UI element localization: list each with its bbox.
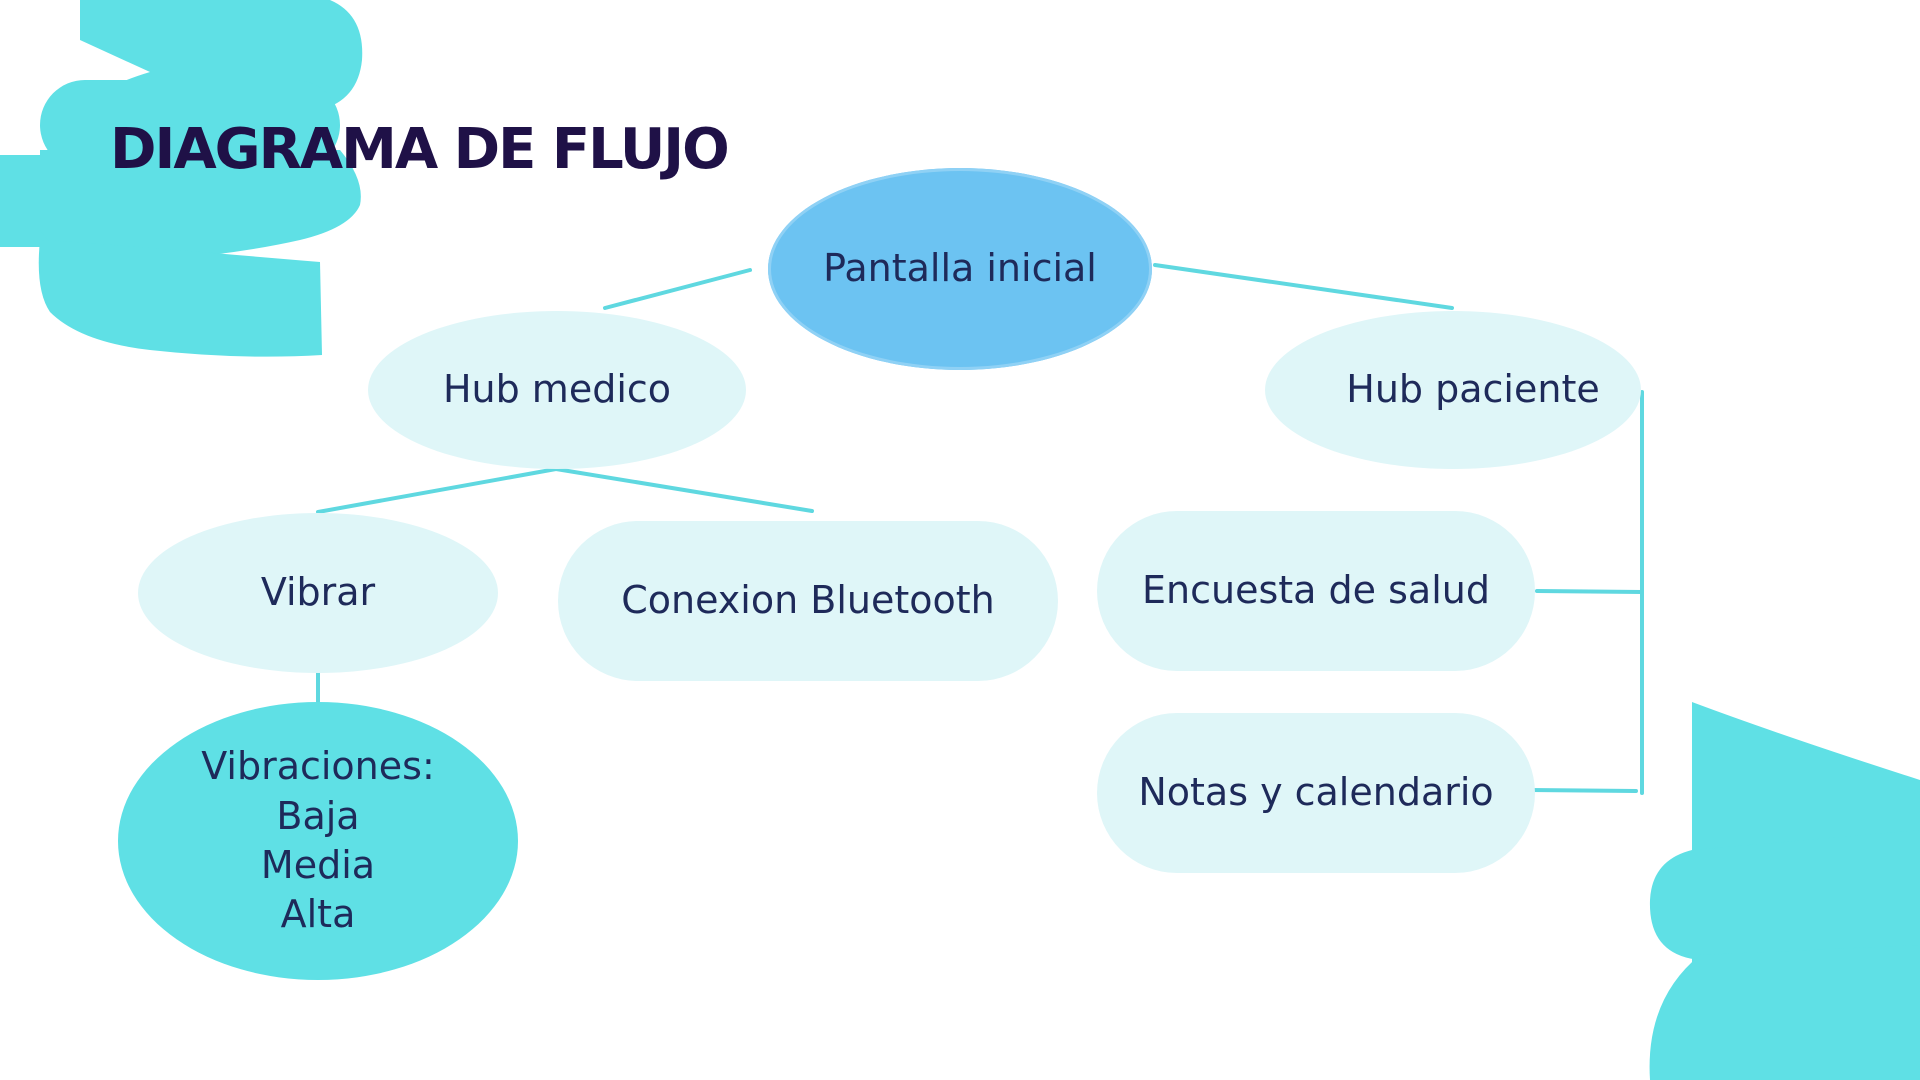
node-vibraciones-level-media: Media xyxy=(260,843,376,887)
node-hub-medico: Hub medico xyxy=(368,311,746,469)
node-hub-paciente: Hub paciente xyxy=(1265,311,1641,469)
top-left-brush-shape xyxy=(0,0,363,357)
node-vibrar: Vibrar xyxy=(138,513,498,673)
node-pantalla-inicial-label: Pantalla inicial xyxy=(823,246,1097,291)
node-vibraciones-level-alta: Alta xyxy=(280,892,356,937)
node-conexion-bluetooth: Conexion Bluetooth xyxy=(558,521,1058,681)
connector-root-to-hub-paciente xyxy=(1153,263,1454,310)
connector-hub-medico-to-vibrar xyxy=(316,467,558,514)
connector-paciente-to-notas xyxy=(1528,788,1638,793)
node-notas-y-calendario: Notas y calendario xyxy=(1097,713,1535,873)
node-notas-y-calendario-label: Notas y calendario xyxy=(1138,770,1494,815)
node-vibraciones-level-baja: Baja xyxy=(276,793,360,838)
node-vibraciones: Vibraciones: Baja Media Alta xyxy=(118,702,518,980)
node-encuesta-de-salud-label: Encuesta de salud xyxy=(1142,568,1490,613)
connector-hub-medico-to-bluetooth xyxy=(554,467,814,513)
node-encuesta-de-salud: Encuesta de salud xyxy=(1097,511,1535,671)
page-title: DIAGRAMA DE FLUJO xyxy=(110,117,730,182)
node-conexion-bluetooth-label: Conexion Bluetooth xyxy=(621,578,995,623)
connector-paciente-to-encuesta xyxy=(1535,589,1644,594)
bottom-right-brush-shape xyxy=(1649,702,1920,1080)
node-vibrar-label: Vibrar xyxy=(260,570,376,615)
node-pantalla-inicial: Pantalla inicial xyxy=(768,168,1152,370)
node-hub-paciente-label: Hub paciente xyxy=(1346,367,1600,412)
connector-root-to-hub-medico xyxy=(603,268,752,310)
node-hub-medico-label: Hub medico xyxy=(442,367,672,412)
node-vibraciones-heading: Vibraciones: xyxy=(201,744,435,789)
